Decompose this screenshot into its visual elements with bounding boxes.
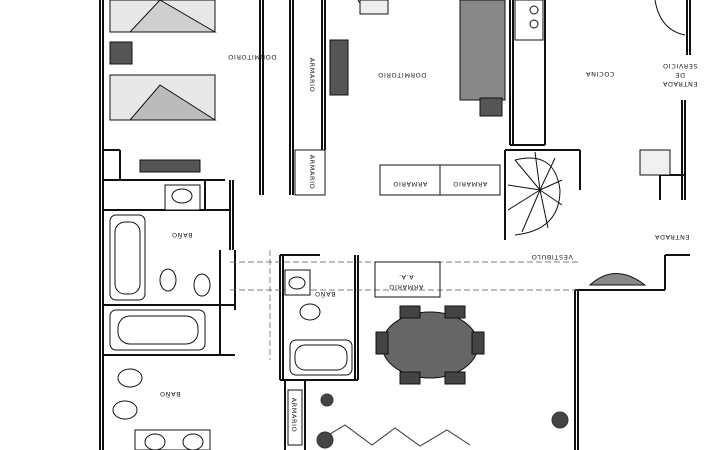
label-armario-6: ARMARIO (290, 398, 298, 433)
label-aa: A.A. (398, 273, 413, 281)
label-armario-3: ARMARIO (393, 180, 428, 188)
label-armario-2: ARMARIO (308, 155, 316, 190)
label-dormitorio-2: DORMITORIO (378, 71, 427, 79)
closets (287, 149, 501, 446)
label-bano-2: BAÑO (314, 290, 335, 299)
kitchen-fixtures (514, 0, 686, 286)
dining-table (375, 305, 485, 385)
room-labels: DORMITORIO DORMITORIO ARMARIO ARMARIO AR… (159, 53, 697, 432)
spiral-stair (507, 151, 563, 236)
bedroom-furniture (109, 0, 506, 173)
bath-fixtures (109, 184, 353, 450)
label-entrada-servicio-1: ENTRADA (662, 80, 697, 88)
label-armario-1: ARMARIO (308, 58, 316, 93)
label-dormitorio-1: DORMITORIO (228, 53, 277, 61)
plants (316, 393, 569, 449)
label-entrada-servicio-3: SERVICIO (662, 62, 697, 70)
label-cocina: COCINA (585, 70, 614, 78)
label-bano-1: BAÑO (171, 231, 192, 240)
label-entrada: ENTRADA (654, 233, 689, 241)
label-armario-4: ARMARIO (453, 180, 488, 188)
label-vestibulo: VESTIBULO (531, 253, 573, 261)
label-bano-3: BAÑO (159, 390, 180, 399)
walls (99, 0, 691, 450)
label-armario-5: ARMARIO (389, 283, 424, 291)
label-entrada-servicio-2: DE (675, 71, 685, 79)
